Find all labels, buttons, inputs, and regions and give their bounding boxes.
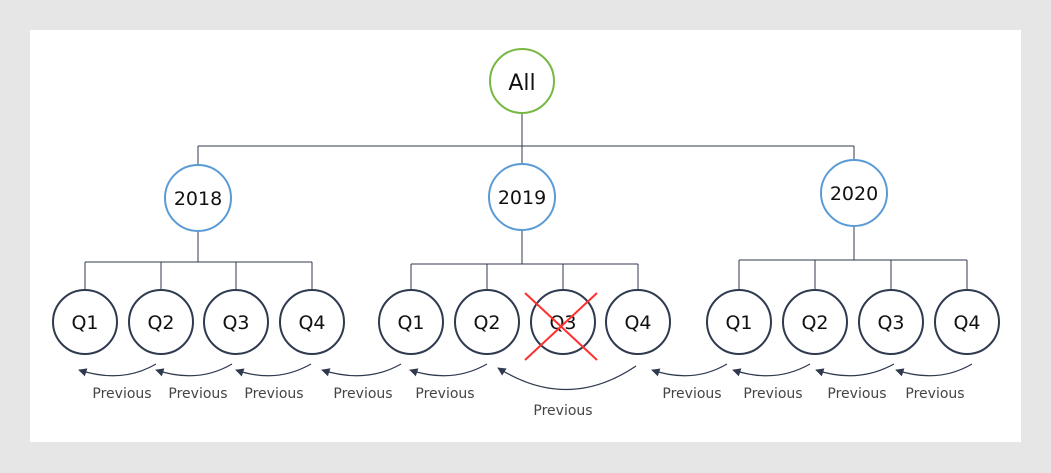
previous-label: Previous [333, 386, 392, 402]
previous-labels: Previous Previous Previous Previous Prev… [92, 386, 964, 419]
quarter-node-2020-q1: Q1 [706, 289, 772, 355]
quarter-label: Q1 [725, 312, 752, 334]
year-label: 2018 [174, 188, 222, 210]
year-label: 2020 [830, 183, 878, 205]
quarter-label: Q3 [877, 312, 904, 334]
previous-arrow [78, 363, 157, 377]
root-connectors [197, 113, 855, 164]
previous-arrows [78, 363, 973, 391]
quarter-node-2020-q2: Q2 [782, 289, 848, 355]
quarter-label: Q2 [147, 312, 174, 334]
quarter-node-2020-q3: Q3 [858, 289, 924, 355]
quarter-label: Q2 [473, 312, 500, 334]
quarter-label: Q3 [222, 312, 249, 334]
previous-arrow [155, 363, 233, 377]
quarter-label: Q4 [298, 312, 325, 334]
year-node-2018: 2018 [164, 164, 232, 232]
previous-arrow [235, 363, 312, 377]
year-node-2019: 2019 [488, 163, 556, 231]
previous-label: Previous [92, 386, 151, 402]
previous-arrow [321, 363, 402, 377]
root-label: All [508, 71, 535, 96]
previous-arrow [732, 363, 811, 377]
quarter-node-2018-q1: Q1 [52, 289, 118, 355]
quarter-node-2020-q4: Q4 [934, 289, 1000, 355]
previous-label: Previous [415, 386, 474, 402]
quarter-label: Q4 [953, 312, 980, 334]
quarter-node-2018-q2: Q2 [128, 289, 194, 355]
quarter-label: Q1 [397, 312, 424, 334]
quarter-node-2019-q4: Q4 [605, 289, 671, 355]
quarter-node-2019-q2: Q2 [454, 289, 520, 355]
previous-arrow [497, 365, 637, 391]
previous-arrow [815, 363, 895, 377]
quarter-node-2018-q3: Q3 [203, 289, 269, 355]
previous-arrow [895, 363, 973, 377]
root-node: All [489, 48, 555, 114]
previous-label: Previous [168, 386, 227, 402]
previous-label: Previous [662, 386, 721, 402]
previous-arrow [409, 363, 488, 377]
quarter-label: Q2 [801, 312, 828, 334]
quarter-node-2019-q1: Q1 [378, 289, 444, 355]
previous-label: Previous [905, 386, 964, 402]
quarter-label: Q4 [624, 312, 651, 334]
year-node-2020: 2020 [820, 159, 888, 227]
cross-out-mark [524, 292, 598, 361]
previous-label: Previous [743, 386, 802, 402]
quarter-node-2018-q4: Q4 [279, 289, 345, 355]
quarter-label: Q1 [71, 312, 98, 334]
year-label: 2019 [498, 187, 546, 209]
year-connectors [84, 226, 968, 290]
previous-arrow [651, 363, 728, 377]
previous-label: Previous [827, 386, 886, 402]
quarter-node-2019-q3: Q3 [524, 289, 598, 361]
previous-label: Previous [244, 386, 303, 402]
previous-label: Previous [533, 403, 592, 419]
